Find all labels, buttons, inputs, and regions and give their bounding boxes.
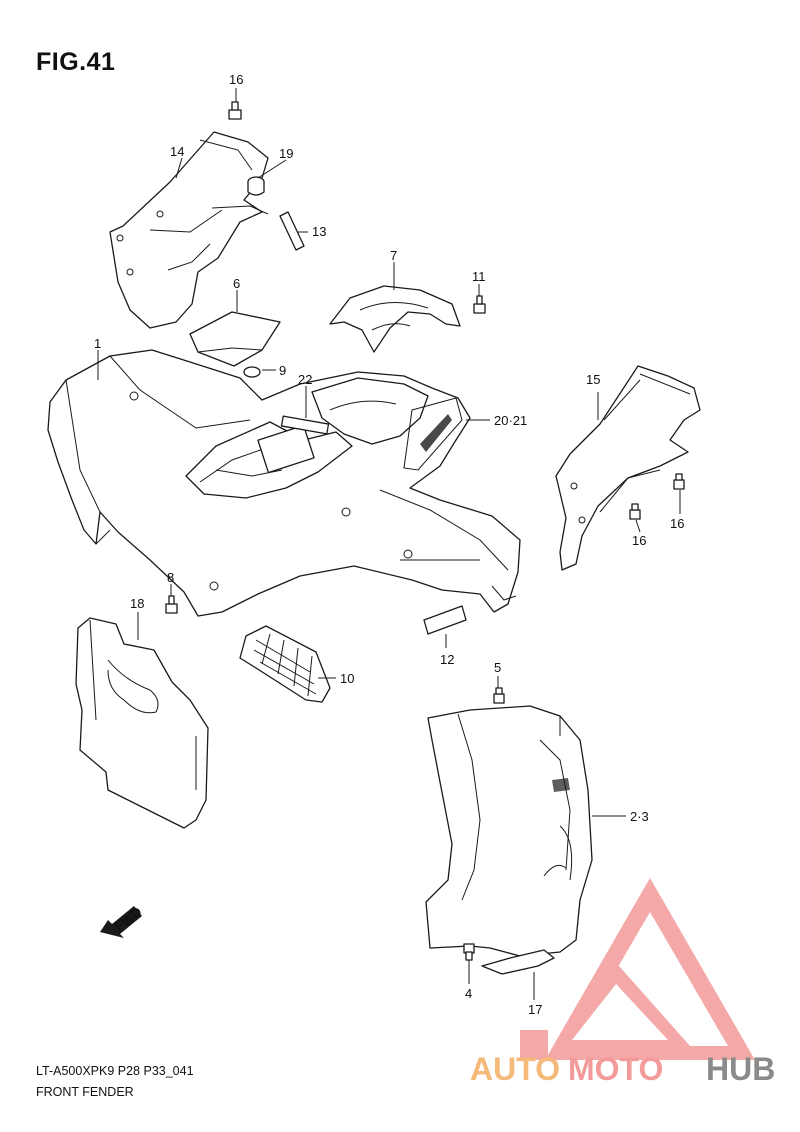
callout-14: 14 (170, 144, 184, 159)
callout-4: 4 (465, 986, 472, 1001)
callout-22: 22 (298, 372, 312, 387)
figure-title: FIG.41 (36, 48, 116, 76)
fwd-arrow-icon: FWD (100, 904, 144, 938)
leader-lines (97, 88, 681, 1000)
callout-12: 12 (440, 652, 454, 667)
part-12-strip (423, 605, 467, 635)
callout-7: 7 (390, 248, 397, 263)
callout-10: 10 (340, 671, 354, 686)
diagram-code: LT-A500XPK9 P28 P33_041 (36, 1064, 194, 1078)
part-11-bolt (473, 295, 486, 314)
part-2-3-inner-fender (425, 705, 593, 957)
part-18-mud-guard (75, 617, 209, 829)
part-19-grommet (247, 176, 265, 196)
watermark-moto: MOTO (568, 1051, 663, 1087)
callout-18: 18 (130, 596, 144, 611)
callout-20-21: 20·21 (494, 413, 527, 428)
watermark-logo (520, 878, 755, 1060)
part-10-grille (239, 625, 331, 703)
diagram-name: FRONT FENDER (36, 1085, 134, 1099)
part-1-front-fender (47, 349, 521, 617)
callout-8: 8 (167, 570, 174, 585)
part-9-nut (243, 366, 261, 378)
part-14-left-panel (109, 131, 269, 329)
callout-2-3: 2·3 (630, 809, 649, 824)
part-8-bolt (165, 595, 178, 614)
callout-9: 9 (279, 363, 286, 378)
part-16-bolt-lower (629, 503, 641, 520)
part-5-bolt (493, 687, 505, 704)
callout-16-top: 16 (229, 72, 243, 87)
part-15-right-panel (555, 365, 701, 571)
part-16-bolt-top (228, 101, 242, 120)
callout-15: 15 (586, 372, 600, 387)
watermark-auto: AUTO (470, 1051, 560, 1087)
fwd-label: FWD (112, 904, 145, 934)
part-7-cover (329, 285, 461, 353)
part-13-strip (279, 211, 305, 251)
callout-1: 1 (94, 336, 101, 351)
watermark-hub: HUB (706, 1051, 775, 1087)
callout-5: 5 (494, 660, 501, 675)
callout-17: 17 (528, 1002, 542, 1017)
watermark-text: AUTO MOTO HUB (470, 1051, 775, 1087)
callout-6: 6 (233, 276, 240, 291)
callout-13: 13 (312, 224, 326, 239)
callout-11: 11 (472, 269, 486, 284)
callout-16-right: 16 (670, 516, 684, 531)
callout-labels: 16 14 19 13 6 9 7 11 1 22 20·21 15 16 16… (94, 72, 684, 1017)
part-17-strip (481, 949, 555, 975)
callout-19: 19 (279, 146, 293, 161)
part-4-bolt (463, 943, 475, 961)
part-6-pad (189, 311, 281, 367)
callout-16-lower: 16 (632, 533, 646, 548)
part-16-bolt-right (673, 473, 685, 490)
